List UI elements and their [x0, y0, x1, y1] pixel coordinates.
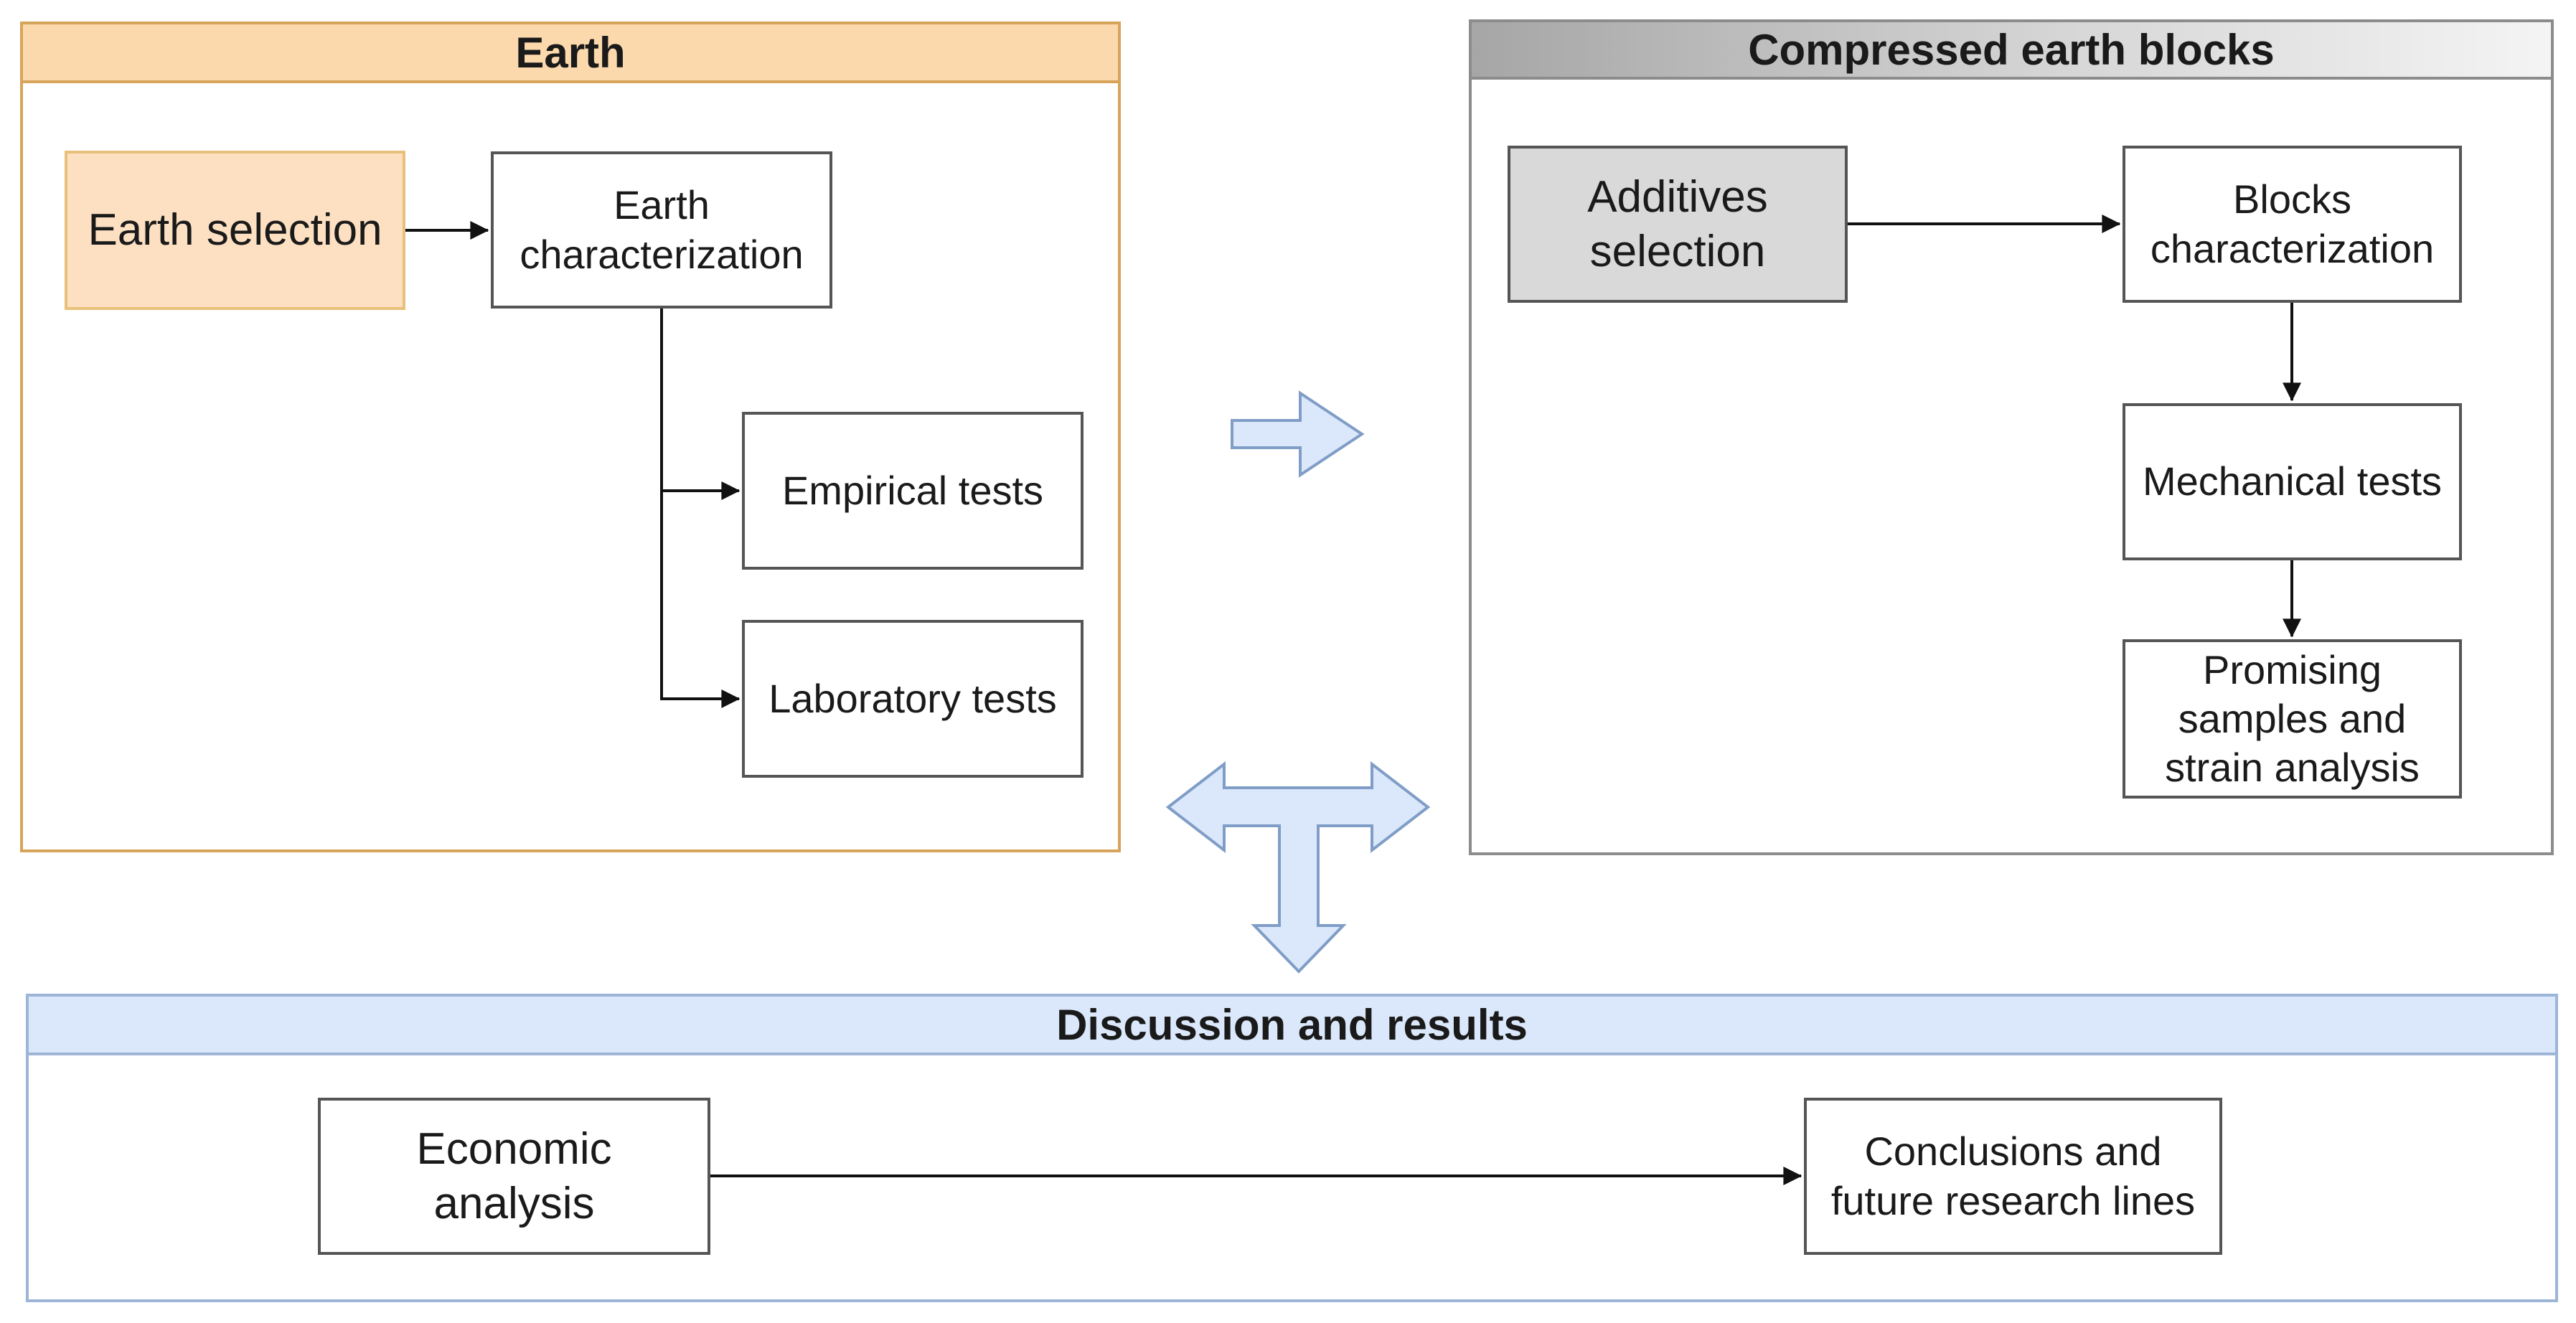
mechanical-tests-box: Mechanical tests [2123, 403, 2462, 560]
additives-selection-box: Additives selection [1508, 146, 1848, 303]
empirical-tests-box: Empirical tests [742, 412, 1083, 570]
block-arrow-right-icon [1231, 390, 1365, 478]
promising-samples-box: Promising samples and strain analysis [2123, 639, 2462, 799]
conclusions-box: Conclusions and future research lines [1804, 1098, 2222, 1255]
earth-selection-box: Earth selection [65, 151, 405, 310]
compressed-earth-blocks-panel-title: Compressed earth blocks [1472, 22, 2551, 80]
connector-characterization-to-laboratory [660, 491, 741, 708]
tee-arrow-three-way-icon [1165, 761, 1431, 974]
laboratory-tests-box: Laboratory tests [742, 620, 1083, 778]
economic-analysis-box: Economic analysis [318, 1098, 710, 1255]
connector-characterization-to-empirical [660, 309, 741, 500]
blocks-characterization-box: Blocks characterization [2123, 146, 2462, 303]
discussion-results-panel-title: Discussion and results [29, 997, 2555, 1055]
earth-panel-title: Earth [23, 24, 1118, 83]
earth-characterization-box: Earth characterization [491, 151, 832, 309]
